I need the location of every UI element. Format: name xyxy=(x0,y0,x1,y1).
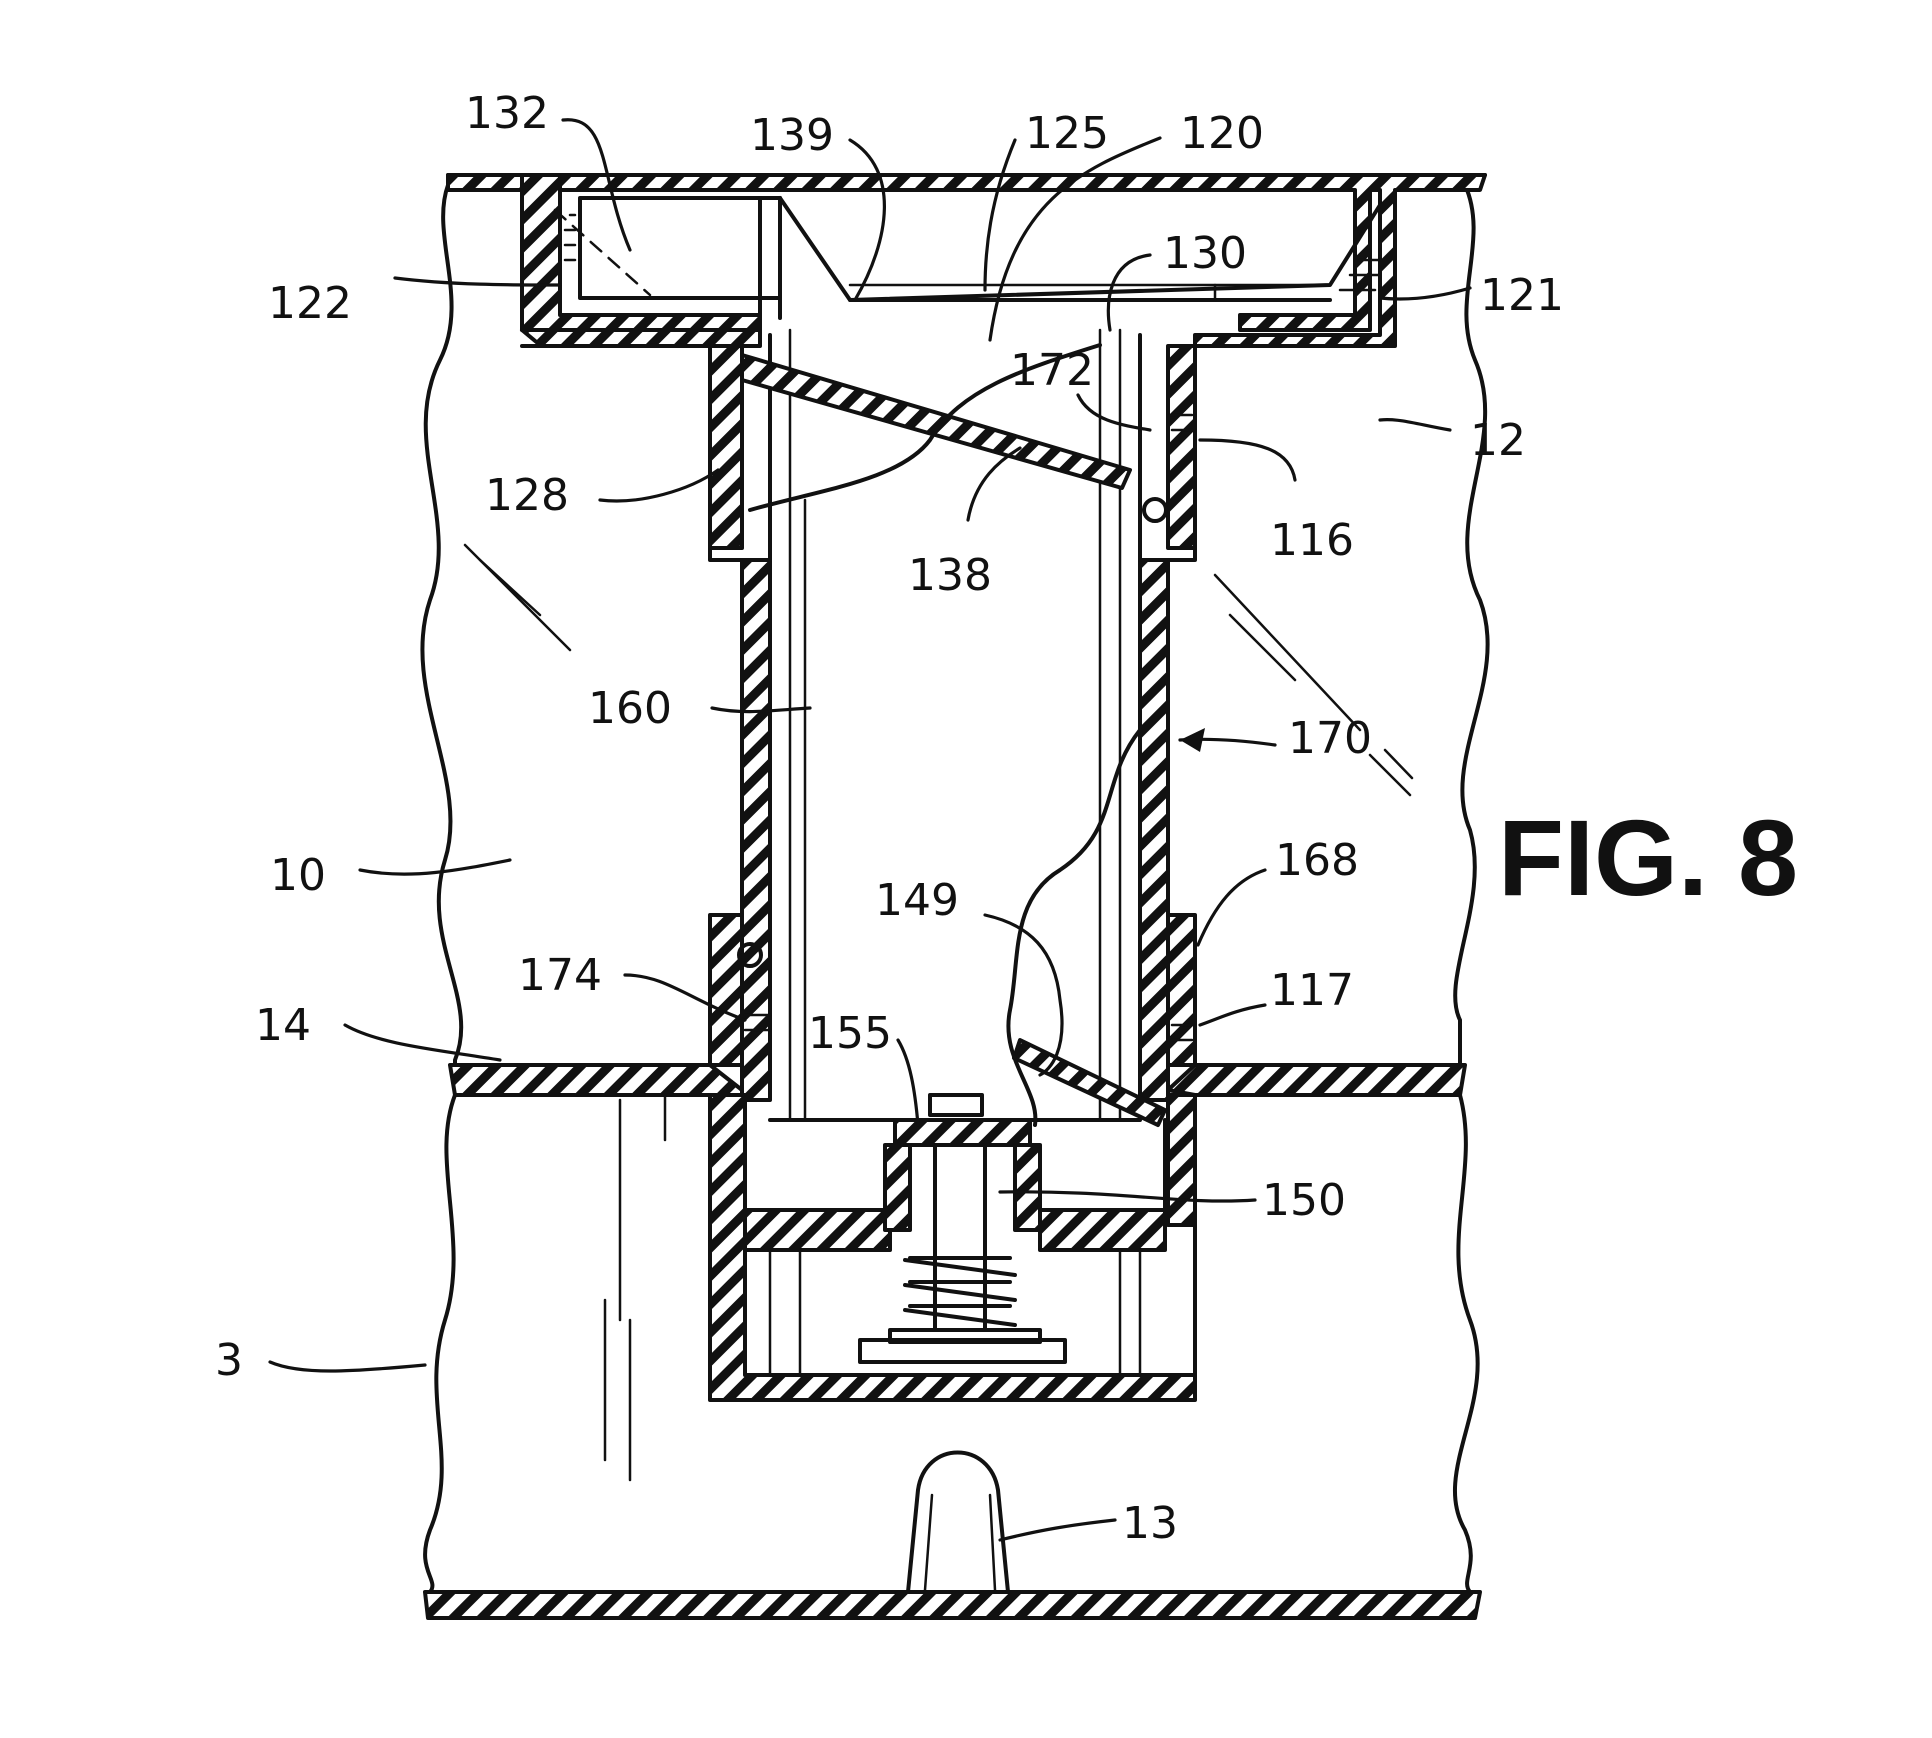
floor-14 xyxy=(448,1063,1467,1097)
label-139: 139 xyxy=(750,110,834,161)
reference-numerals: 132 139 125 120 130 122 121 172 12 128 1… xyxy=(215,88,1798,1549)
sleeve-walls xyxy=(708,344,1197,1102)
label-174: 174 xyxy=(518,950,602,1001)
label-130: 130 xyxy=(1163,228,1247,279)
label-10: 10 xyxy=(270,850,326,901)
label-120: 120 xyxy=(1180,108,1264,159)
label-168: 168 xyxy=(1275,835,1359,886)
housing-outline xyxy=(420,183,1490,1594)
label-155: 155 xyxy=(808,1008,892,1059)
bottom-plate xyxy=(423,1590,1482,1620)
boss-13 xyxy=(906,1450,1010,1594)
top-cover-wall xyxy=(446,173,1487,562)
label-138: 138 xyxy=(908,550,992,601)
label-121: 121 xyxy=(1480,270,1564,321)
plunger-assembly xyxy=(858,1093,1067,1364)
figure-title: FIG. 8 xyxy=(1498,797,1798,918)
label-132: 132 xyxy=(465,88,549,139)
lower-cup xyxy=(708,1093,1197,1402)
shading-marks xyxy=(463,413,1414,1482)
label-3: 3 xyxy=(215,1335,243,1386)
label-117: 117 xyxy=(1270,965,1354,1016)
label-160: 160 xyxy=(588,683,672,734)
label-128: 128 xyxy=(485,470,569,521)
label-150: 150 xyxy=(1262,1175,1346,1226)
label-170: 170 xyxy=(1288,713,1372,764)
upper-flap xyxy=(740,343,1168,523)
label-149: 149 xyxy=(875,875,959,926)
cap-interior xyxy=(553,196,1382,320)
label-12: 12 xyxy=(1470,415,1526,466)
label-13: 13 xyxy=(1122,1498,1178,1549)
label-122: 122 xyxy=(268,278,352,329)
leader-lines xyxy=(268,118,1472,1542)
arrow-170 xyxy=(1178,728,1277,752)
label-116: 116 xyxy=(1270,515,1354,566)
label-125: 125 xyxy=(1025,108,1109,159)
label-14: 14 xyxy=(255,1000,311,1051)
label-172: 172 xyxy=(1010,345,1094,396)
